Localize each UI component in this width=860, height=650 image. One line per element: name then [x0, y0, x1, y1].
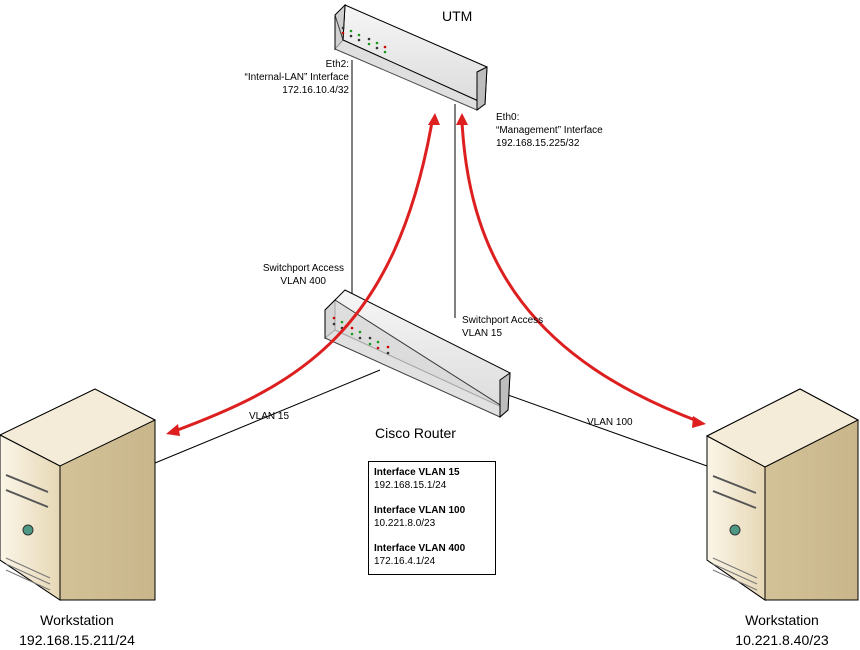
interface-vlan15-ip: 192.168.15.1/24 — [374, 480, 447, 491]
interface-vlan100: Interface VLAN 100 10.221.8.0/23 — [374, 504, 490, 530]
left-workstation-label: Workstation 192.168.15.211/24 — [2, 610, 152, 650]
interface-vlan400: Interface VLAN 400 172.16.4.1/24 — [374, 542, 490, 568]
interface-vlan400-name: Interface VLAN 400 — [374, 543, 466, 554]
right-power-button — [729, 524, 741, 536]
right-workstation-label: Workstation 10.221.8.40/23 — [706, 610, 858, 650]
eth2-ip: 172.16.10.4/32 — [282, 85, 349, 96]
link-label-left: VLAN 15 — [249, 411, 290, 422]
eth2-name: Eth2: — [325, 59, 349, 70]
arrow-heads — [166, 113, 706, 436]
switchport-vlan15-line2: VLAN 15 — [462, 328, 503, 339]
interface-vlan15: Interface VLAN 15 192.168.15.1/24 — [374, 466, 490, 492]
arrowhead-right-workstation — [692, 416, 706, 428]
arrowhead-utm-left — [428, 113, 440, 125]
eth0-name: Eth0: — [496, 112, 520, 123]
right-workstation-name: Workstation — [745, 612, 819, 628]
switchport-vlan400-line1: Switchport Access — [262, 263, 344, 274]
traffic-flow-arrows — [171, 121, 701, 434]
eth2-label: Eth2: “Internal-LAN” Interface 172.16.10… — [243, 58, 350, 97]
right-drive-bays — [712, 475, 757, 509]
left-vent-lines — [5, 557, 51, 591]
right-vent-lines — [712, 557, 758, 591]
eth0-label: Eth0: “Management” Interface 192.168.15.… — [496, 111, 603, 150]
interface-vlan100-name: Interface VLAN 100 — [374, 505, 466, 516]
cisco-router-device[interactable] — [324, 289, 511, 419]
link-label-right: VLAN 100 — [587, 417, 633, 428]
switchport-vlan15-line1: Switchport Access — [462, 315, 544, 326]
interface-vlan100-ip: 10.221.8.0/23 — [374, 518, 436, 529]
router-title: Cisco Router — [375, 425, 456, 441]
interface-vlan400-ip: 172.16.4.1/24 — [374, 556, 436, 567]
flow-arrow-left — [171, 121, 434, 434]
switchport-vlan400-label: Switchport Access VLAN 400 — [244, 262, 344, 288]
left-drive-bays — [5, 474, 49, 508]
interface-vlan15-name: Interface VLAN 15 — [374, 467, 460, 478]
left-power-button — [22, 524, 34, 536]
right-workstation-link — [507, 394, 708, 467]
left-workstation-ip: 192.168.15.211/24 — [19, 632, 135, 648]
arrowhead-left-workstation — [166, 424, 180, 436]
left-workstation[interactable] — [0, 388, 157, 601]
right-workstation[interactable] — [705, 388, 860, 601]
left-workstation-link — [154, 369, 381, 464]
arrowhead-utm-right — [456, 113, 468, 125]
eth2-role: “Internal-LAN” Interface — [244, 72, 350, 83]
switchport-vlan400-line2: VLAN 400 — [280, 276, 326, 287]
interface-config-box: Interface VLAN 15 192.168.15.1/24 Interf… — [368, 461, 496, 575]
utm-device[interactable] — [334, 3, 488, 111]
left-workstation-name: Workstation — [40, 612, 114, 628]
flow-arrow-right — [460, 121, 701, 424]
router-port-leds — [332, 316, 390, 355]
switchport-vlan15-label: Switchport Access VLAN 15 — [462, 314, 543, 340]
eth0-role: “Management” Interface — [496, 125, 603, 136]
eth0-ip: 192.168.15.225/32 — [496, 138, 580, 149]
right-workstation-ip: 10.221.8.40/23 — [735, 632, 829, 648]
utm-title: UTM — [442, 8, 473, 24]
connection-lines — [154, 60, 708, 467]
utm-port-leds — [341, 26, 387, 54]
